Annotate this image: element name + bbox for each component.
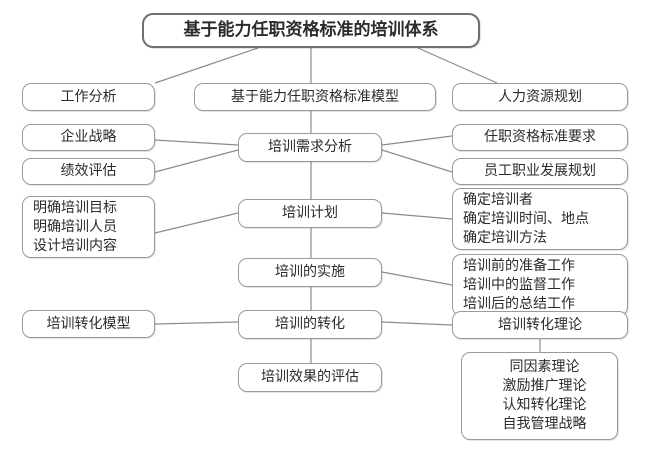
node-label-implementation: 培训的实施 <box>275 264 345 280</box>
node-label-transfer-model: 培训转化模型 <box>46 315 131 332</box>
node-hr-planning[interactable]: 人力资源规划 <box>452 83 628 111</box>
connector-needs-analysis-to-qual-standard <box>381 135 453 146</box>
connector-implementation-to-impl-items <box>381 271 453 286</box>
node-label-plan-detail: 明确培训目标 明确培训人员 设计培训内容 <box>33 199 117 254</box>
node-perf-appraisal[interactable]: 绩效评估 <box>22 158 155 185</box>
connector-title-to-hr-planning <box>417 47 498 84</box>
node-plan-detail[interactable]: 明确培训目标 明确培训人员 设计培训内容 <box>22 196 155 258</box>
node-label-needs-analysis: 培训需求分析 <box>268 139 352 155</box>
connector-corp-strategy-to-needs-analysis <box>154 139 239 146</box>
node-label-perf-appraisal: 绩效评估 <box>60 163 117 179</box>
connector-perf-appraisal-to-needs-analysis <box>154 149 239 173</box>
node-effect-eval[interactable]: 培训效果的评估 <box>238 363 382 392</box>
connector-transfer-model-to-transfer <box>154 321 239 325</box>
connector-needs-analysis-to-career-plan <box>381 149 453 173</box>
node-transfer[interactable]: 培训的转化 <box>238 310 382 339</box>
node-label-transfer-theory: 培训转化理论 <box>498 316 582 333</box>
node-needs-analysis[interactable]: 培训需求分析 <box>238 133 382 162</box>
node-transfer-model[interactable]: 培训转化模型 <box>22 310 155 338</box>
node-job-analysis[interactable]: 工作分析 <box>22 83 155 111</box>
connector-transfer-to-transfer-theory <box>381 321 453 326</box>
node-career-plan[interactable]: 员工职业发展规划 <box>452 158 628 185</box>
node-label-job-analysis: 工作分析 <box>60 88 117 105</box>
connector-title-to-job-analysis <box>154 47 259 84</box>
node-label-training-plan: 培训计划 <box>282 205 338 221</box>
node-label-effect-eval: 培训效果的评估 <box>261 369 359 385</box>
node-label-theory-list: 同因素理论 激励推广理论 认知转化理论 自我管理战略 <box>502 359 587 432</box>
node-competency-model[interactable]: 基于能力任职资格标准模型 <box>194 83 436 111</box>
node-transfer-theory[interactable]: 培训转化理论 <box>452 311 628 339</box>
node-training-plan[interactable]: 培训计划 <box>238 199 382 228</box>
node-label-competency-model: 基于能力任职资格标准模型 <box>231 88 399 105</box>
connector-plan-detail-to-training-plan <box>154 212 239 234</box>
node-label-impl-items: 培训前的准备工作 培训中的监督工作 培训后的总结工作 <box>463 257 575 312</box>
node-title[interactable]: 基于能力任职资格标准的培训体系 <box>142 13 480 48</box>
node-label-career-plan: 员工职业发展规划 <box>484 163 596 179</box>
node-label-corp-strategy: 企业战略 <box>60 129 117 145</box>
node-impl-items[interactable]: 培训前的准备工作 培训中的监督工作 培训后的总结工作 <box>452 254 628 316</box>
node-label-hr-planning: 人力资源规划 <box>498 88 582 105</box>
node-qual-standard[interactable]: 任职资格标准要求 <box>452 124 628 151</box>
node-label-transfer: 培训的转化 <box>275 316 345 332</box>
node-plan-items[interactable]: 确定培训者 确定培训时间、地点 确定培训方法 <box>452 188 628 250</box>
node-label-title: 基于能力任职资格标准的培训体系 <box>183 20 439 40</box>
node-theory-list[interactable]: 同因素理论 激励推广理论 认知转化理论 自我管理战略 <box>461 352 618 440</box>
node-corp-strategy[interactable]: 企业战略 <box>22 124 155 151</box>
node-label-plan-items: 确定培训者 确定培训时间、地点 确定培训方法 <box>463 191 589 246</box>
node-label-qual-standard: 任职资格标准要求 <box>484 129 596 145</box>
connector-training-plan-to-plan-items <box>381 212 453 220</box>
node-implementation[interactable]: 培训的实施 <box>238 258 382 287</box>
